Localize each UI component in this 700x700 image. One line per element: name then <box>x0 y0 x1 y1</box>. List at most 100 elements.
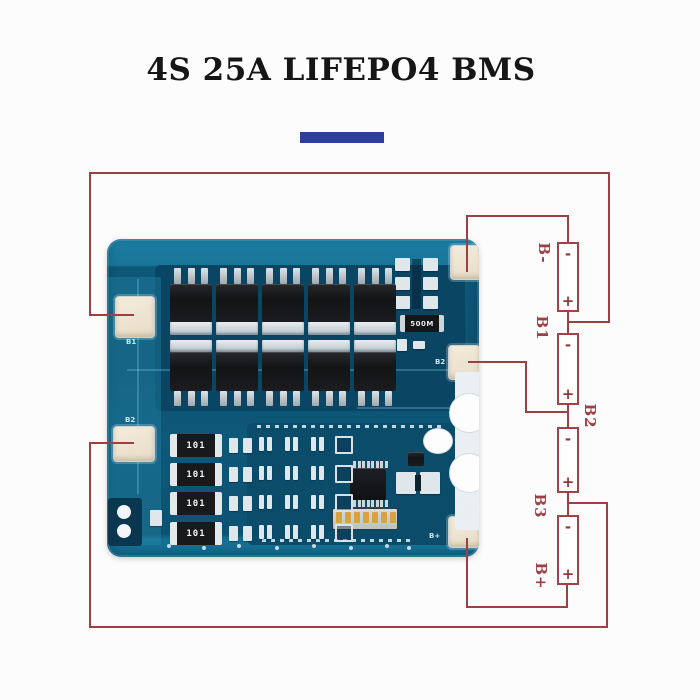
bms-circuit-board: B1 B2 B2 B+ 500M <box>107 239 479 557</box>
via-dot <box>275 546 279 550</box>
smd-component <box>319 437 324 451</box>
mounting-hole <box>449 393 479 433</box>
wire-cell-connector-1 <box>567 310 569 335</box>
fuse-500m: 500M <box>400 315 444 332</box>
label-b-plus: B+ <box>532 562 550 590</box>
mosfet-leg <box>174 268 181 284</box>
mosfet-leg <box>247 391 254 406</box>
mosfet-leg <box>358 391 365 406</box>
battery-cell-3: - + <box>557 427 579 493</box>
ic-pin <box>371 500 374 507</box>
silk-micro-text <box>257 425 442 428</box>
smd-resistor-101: 101 <box>170 522 222 545</box>
via-dot <box>407 546 411 550</box>
mosfet-leg <box>201 268 208 284</box>
ic-pin <box>375 461 379 468</box>
smd-component <box>413 341 425 349</box>
smd-component <box>293 466 298 480</box>
wire-b3-tap <box>567 502 608 504</box>
wire-bplus-bottom <box>466 606 568 608</box>
ic-pin <box>375 500 379 507</box>
transistor <box>408 452 424 466</box>
ic-pin <box>362 461 365 468</box>
smd-capacitor <box>335 465 353 483</box>
resistor-value-label: 101 <box>186 498 206 509</box>
mosfet-tab <box>308 340 350 352</box>
mosfet <box>308 352 350 391</box>
battery-cell-1: - + <box>557 242 579 312</box>
wire-bplus-drop <box>466 538 468 608</box>
smd-component <box>229 496 238 511</box>
wire-right-upper <box>608 172 610 323</box>
smd-pad <box>396 472 416 494</box>
mosfet-leg <box>326 391 333 406</box>
pcb-trace <box>137 279 139 494</box>
wire-right-lower <box>606 502 608 628</box>
via-dot <box>462 512 466 516</box>
cell4-negative-terminal: - <box>564 518 572 536</box>
silk-label-b1: B1 <box>126 338 137 346</box>
header-contact <box>381 512 387 523</box>
silk-label-b2-left: B2 <box>125 416 136 424</box>
smd-component <box>319 466 324 480</box>
ic-pin <box>366 461 370 468</box>
via-dot <box>237 544 241 548</box>
oval-hole <box>423 428 453 454</box>
mosfet-tab <box>308 322 350 335</box>
smd-component <box>311 495 316 509</box>
wire-loop-top <box>89 172 610 174</box>
smd-component <box>259 466 264 480</box>
wire-left-upper <box>89 172 91 316</box>
label-b-minus: B- <box>535 242 553 264</box>
solder-pad-b-minus <box>450 245 479 280</box>
smd-component <box>267 525 272 539</box>
solder-pad-b1 <box>115 296 155 338</box>
mosfet-tab <box>354 340 396 352</box>
silk-label-b-plus: B+ <box>429 532 441 540</box>
ic-pin <box>353 500 356 507</box>
smd-component <box>243 526 252 541</box>
smd-component <box>293 525 298 539</box>
mosfet <box>170 284 212 322</box>
smd-component <box>267 495 272 509</box>
smd-component <box>285 437 290 451</box>
ic-pin <box>357 461 361 468</box>
via-dot <box>385 544 389 548</box>
mosfet-tab <box>170 340 212 352</box>
mosfet-leg <box>312 268 319 284</box>
mosfet-leg <box>247 268 254 284</box>
wire-b2-drop <box>525 361 527 413</box>
smd-pad <box>420 472 440 494</box>
through-hole <box>117 524 131 538</box>
ic-pin <box>380 500 383 507</box>
cell2-negative-terminal: - <box>564 336 572 354</box>
smd-component <box>259 437 264 451</box>
smd-component <box>267 437 272 451</box>
smd-component <box>229 467 238 482</box>
mosfet-leg <box>385 391 392 406</box>
mosfet-leg <box>385 268 392 284</box>
mosfet <box>262 284 304 322</box>
mosfet <box>216 352 258 391</box>
mosfet <box>354 284 396 322</box>
mosfet-leg <box>358 268 365 284</box>
via-dot <box>167 544 171 548</box>
label-b2: B2 <box>581 403 599 429</box>
ic-pin <box>357 500 361 507</box>
wire-b2-pad-stub <box>468 361 527 363</box>
cell2-positive-terminal: + <box>561 385 575 403</box>
header-contact <box>336 512 342 523</box>
smd-component <box>243 496 252 511</box>
mosfet-leg <box>188 391 195 406</box>
wire-cell1-drop <box>567 215 569 244</box>
smd-component <box>229 438 238 453</box>
smd-component <box>311 437 316 451</box>
mosfet-leg <box>188 268 195 284</box>
mosfet-leg <box>280 268 287 284</box>
mosfet <box>308 284 350 322</box>
ic-pin <box>384 461 388 468</box>
smd-component <box>311 466 316 480</box>
mosfet-leg <box>266 268 273 284</box>
smd-component <box>259 525 264 539</box>
